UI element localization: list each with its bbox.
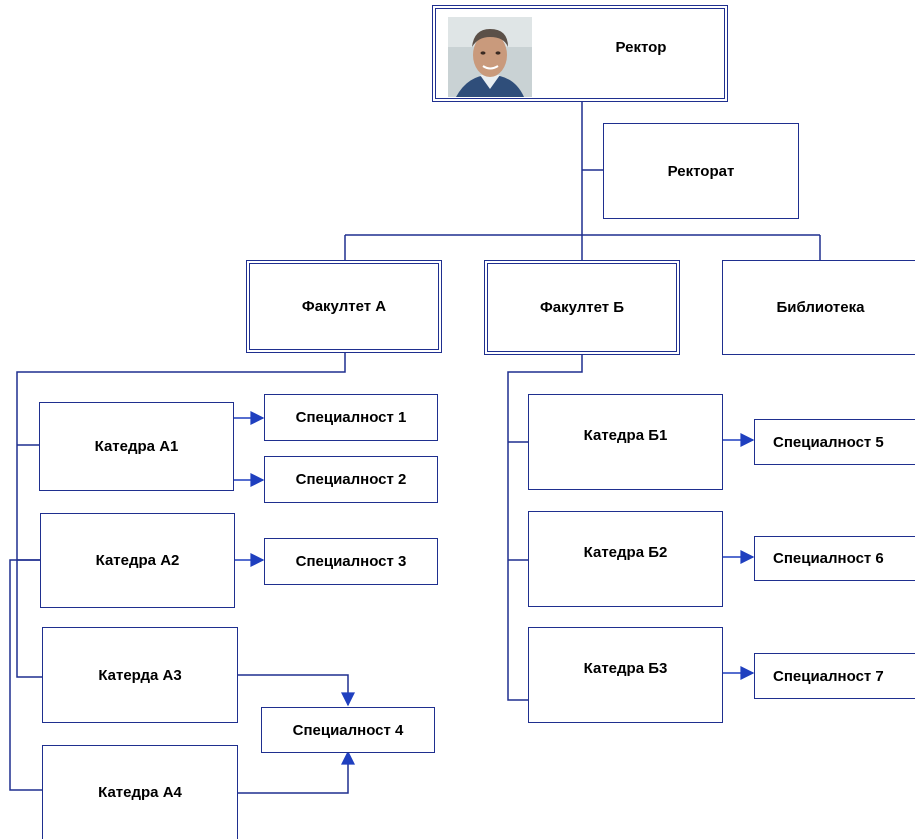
node-specialty-5: Специалност 5 [754,419,915,465]
node-specialty-3: Специалност 3 [264,538,438,585]
node-department-b1: Катедра Б1 [528,394,723,490]
edge-facA-down [16,353,346,678]
node-department-a4: Катедра А4 [42,745,238,839]
edge-depA3-sp4 [237,674,355,707]
node-specialty-2: Специалност 2 [264,456,438,503]
node-department-b3: Катедра Б3 [528,627,723,723]
node-department-a1: Катедра А1 [39,402,234,491]
node-faculty-b: Факултет Б [484,260,680,355]
node-specialty-4: Специалност 4 [261,707,435,753]
node-specialty-7: Специалност 7 [754,653,915,699]
node-specialty-6: Специалност 6 [754,536,915,581]
node-department-a2: Катедра А2 [40,513,235,608]
node-specialty-1: Специалност 1 [264,394,438,441]
rector-label: Ректор [615,39,667,56]
node-rector: Ректор [432,5,728,102]
node-library: Библиотека [722,260,915,355]
edge-facA-depA4 [9,559,42,791]
node-rectorate: Ректорат [603,123,799,219]
node-department-b2: Катедра Б2 [528,511,723,607]
edge-depA1-sp2 [232,470,265,487]
node-department-a3: Катерда А3 [42,627,238,723]
node-faculty-a: Факултет А [246,260,442,353]
edge-depA4-sp4 [237,750,355,794]
edge-facB-down [507,355,583,701]
rector-photo-icon [448,17,532,97]
